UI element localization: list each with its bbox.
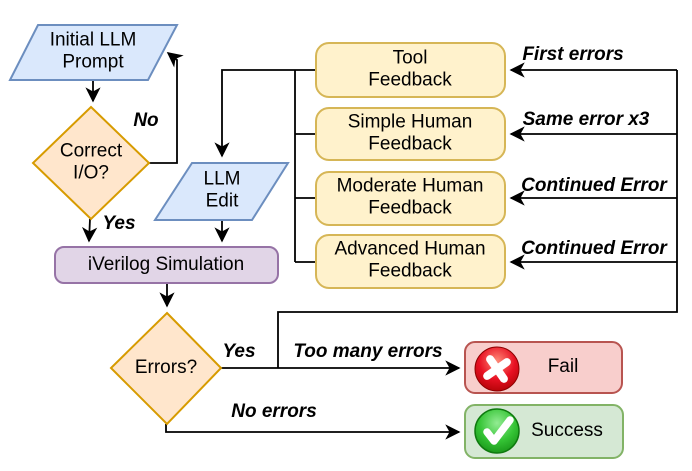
advanced-human-feedback-label: Advanced Human Feedback bbox=[334, 238, 486, 282]
edge-correct-io-to-simulation bbox=[81, 218, 98, 243]
yes-errors-edge-label: Yes bbox=[222, 341, 256, 362]
continued-error-advanced-edge-label: Continued Error bbox=[521, 238, 667, 259]
tool-feedback-label: Tool Feedback bbox=[368, 47, 452, 91]
correct-io-label: Correct I/O? bbox=[59, 140, 123, 184]
yes-correct-io-edge-label: Yes bbox=[102, 213, 136, 234]
edge-no-loop bbox=[149, 52, 184, 164]
edge-errors-to-feedback-trunk bbox=[277, 70, 678, 368]
node-moderate-human-feedback bbox=[315, 171, 506, 226]
moderate-human-feedback-label: Moderate Human Feedback bbox=[336, 175, 484, 219]
same-error-x3-edge-label: Same error x3 bbox=[522, 109, 650, 130]
fail-label: Fail bbox=[547, 355, 579, 377]
node-initial-llm-prompt bbox=[8, 24, 179, 81]
success-check-icon bbox=[474, 408, 520, 454]
node-iverilog-simulation bbox=[54, 246, 279, 284]
node-llm-edit bbox=[153, 162, 290, 221]
no-errors-edge-label: No errors bbox=[231, 401, 317, 422]
initial-llm-prompt-label: Initial LLM Prompt bbox=[49, 29, 137, 73]
first-errors-edge-label: First errors bbox=[522, 44, 624, 65]
continued-error-moderate-edge-label: Continued Error bbox=[521, 175, 667, 196]
edge-feedback-bus-to-llm-edit bbox=[214, 69, 316, 158]
node-advanced-human-feedback bbox=[315, 234, 506, 289]
no-edge-label: No bbox=[133, 110, 159, 131]
llm-edit-label: LLM Edit bbox=[203, 168, 241, 212]
node-simple-human-feedback bbox=[315, 107, 506, 161]
node-tool-feedback bbox=[315, 42, 506, 98]
success-label: Success bbox=[531, 419, 603, 441]
simple-human-feedback-label: Simple Human Feedback bbox=[347, 111, 473, 155]
iverilog-simulation-label: iVerilog Simulation bbox=[87, 253, 245, 275]
errors-label: Errors? bbox=[134, 356, 198, 378]
edge-no-errors-to-success bbox=[165, 424, 461, 440]
node-errors bbox=[109, 311, 223, 426]
fail-cross-icon bbox=[474, 346, 520, 392]
node-correct-io bbox=[31, 105, 151, 221]
too-many-errors-edge-label: Too many errors bbox=[293, 341, 443, 362]
